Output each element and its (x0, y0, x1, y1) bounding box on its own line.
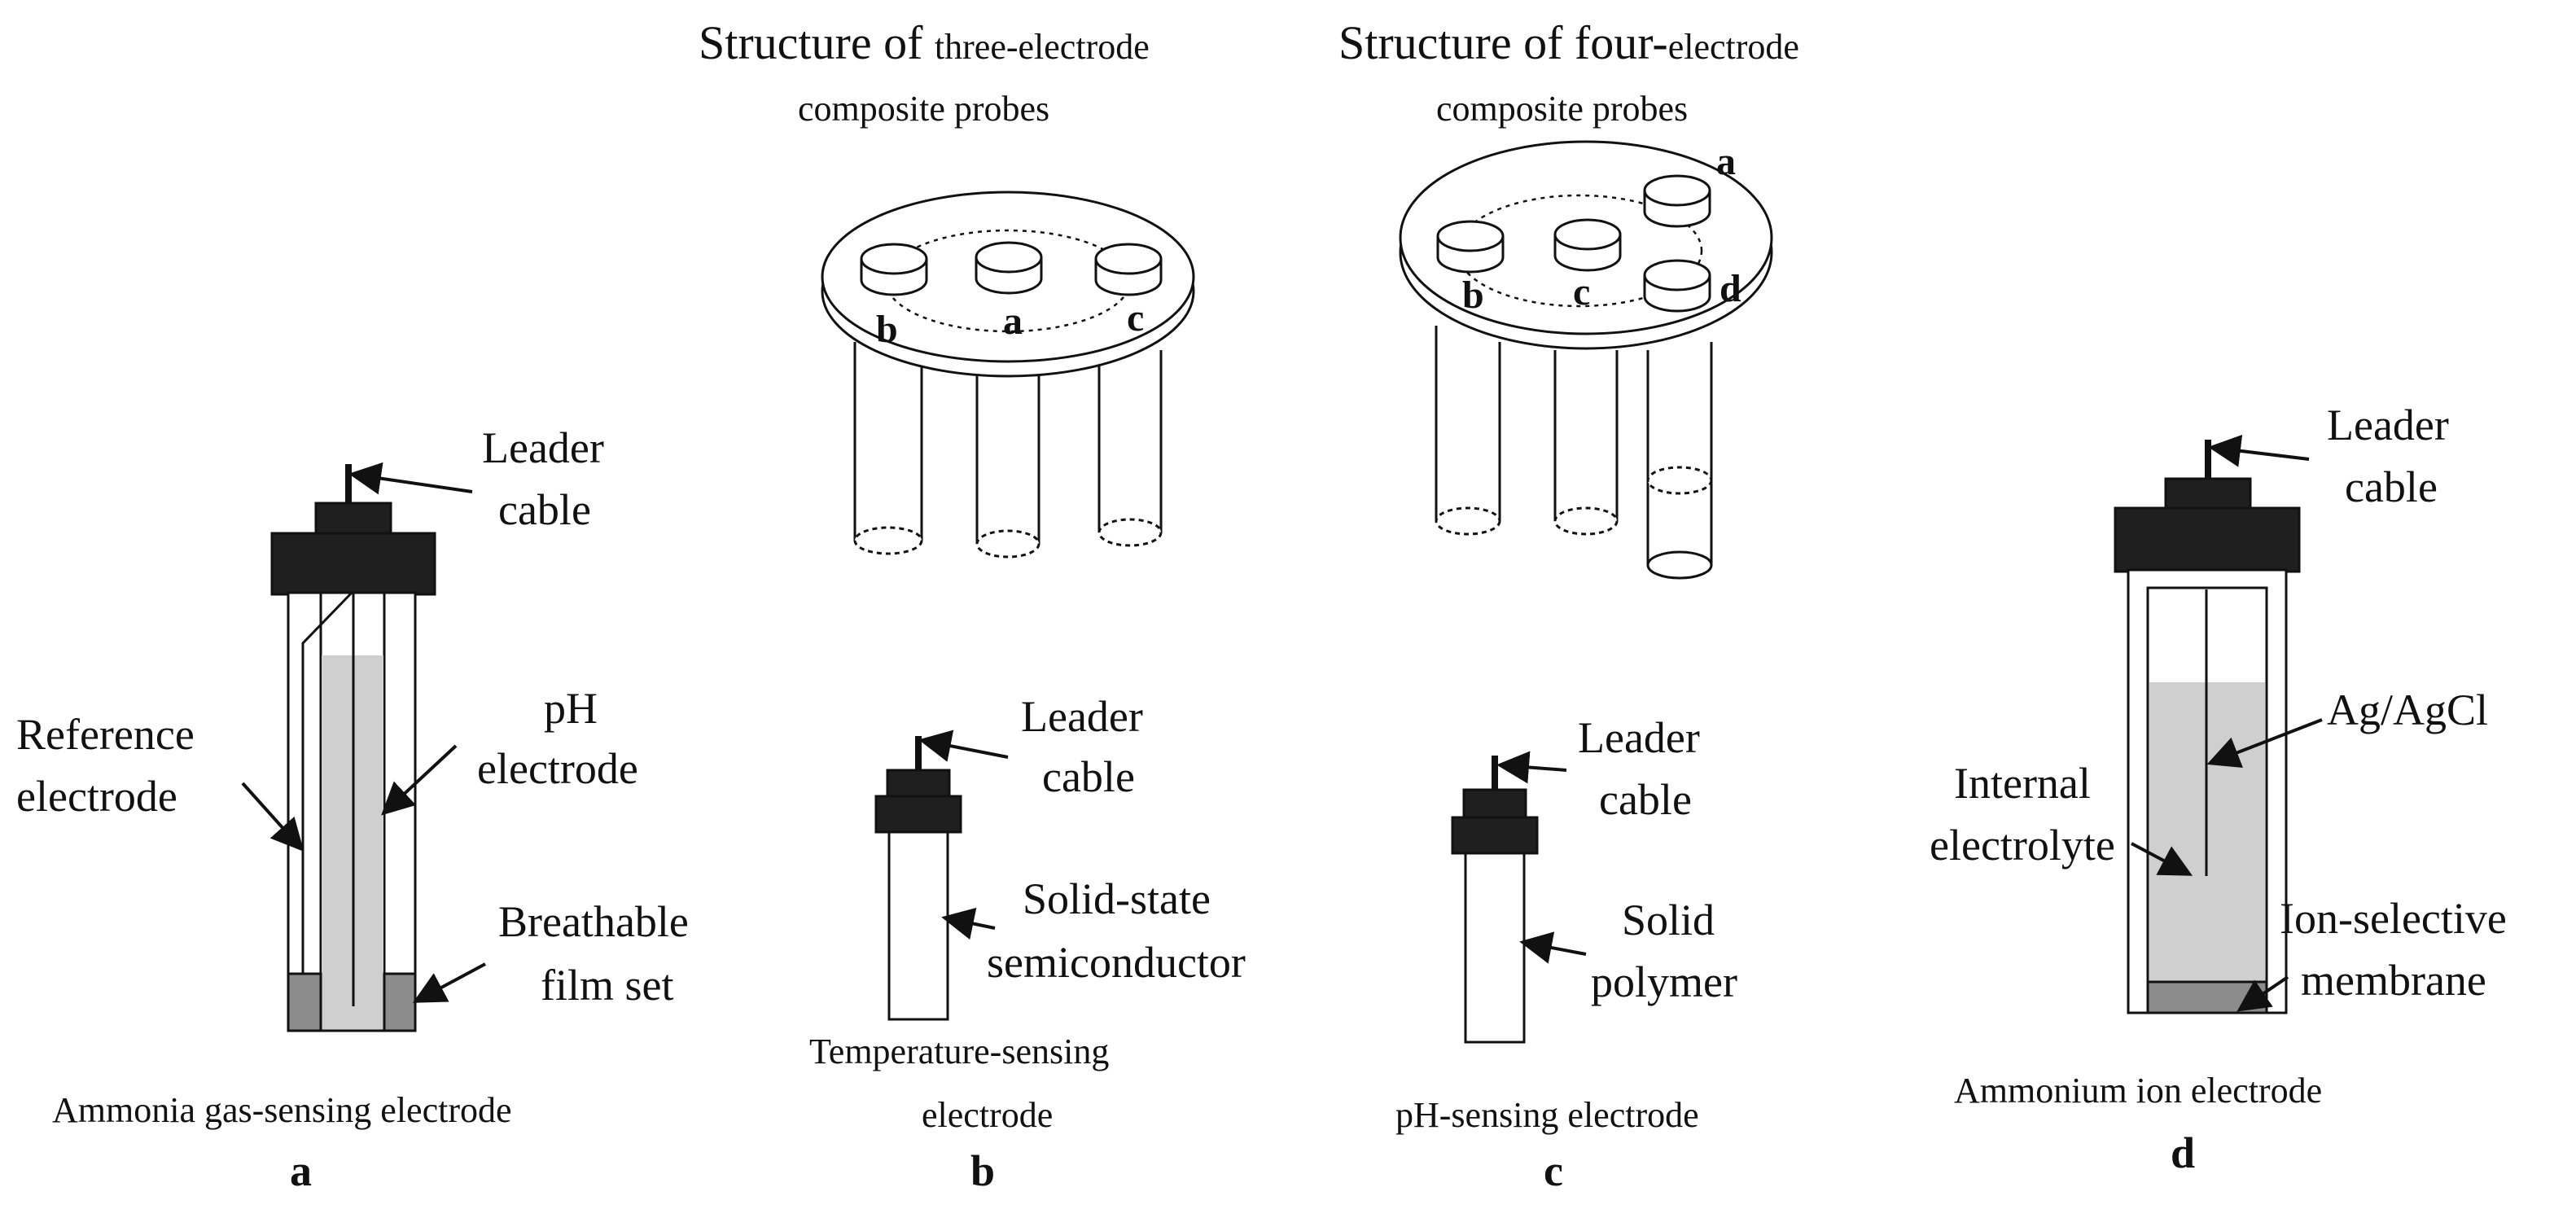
three-probe-label-a: a (1003, 300, 1023, 343)
label-solid-polymer-line2: polymer (1591, 957, 1737, 1006)
arrow-solid-polymer (1519, 931, 1587, 964)
caption-temperature-line2: electrode (922, 1095, 1053, 1135)
four-probe-label-d: d (1720, 267, 1741, 310)
label-breathable-film-line1: Breathable (498, 897, 689, 946)
arrow-agcl (2206, 718, 2323, 769)
three-probe-label-c: c (1127, 296, 1144, 340)
four-probe-label-b: b (1462, 274, 1484, 317)
label-ph-electrode-line1: pH (544, 684, 598, 733)
label-internal-electrolyte-line1: Internal (1954, 759, 2091, 808)
arrow-internal-electrolyte (2131, 842, 2193, 876)
title-four-electrode-line2: composite probes (1436, 89, 1688, 129)
arrow-reference-electrode (241, 782, 304, 852)
caption-ammonium-ion: Ammonium ion electrode (1954, 1071, 2322, 1111)
label-leader-cable-b-line2: cable (1042, 752, 1135, 801)
label-leader-cable-a-line2: cable (498, 485, 591, 534)
panel-letter-c: c (1544, 1146, 1563, 1195)
label-leader-cable-c-line2: cable (1599, 775, 1692, 824)
label-leader-cable-d-line2: cable (2345, 462, 2438, 511)
four-probe-label-a: a (1716, 140, 1736, 183)
label-leader-cable-b-line1: Leader (1021, 692, 1143, 741)
panel-letter-b: b (970, 1146, 995, 1195)
label-agcl: Ag/AgCl (2327, 686, 2488, 734)
panel-letter-a: a (290, 1146, 312, 1195)
label-leader-cable-d-line1: Leader (2327, 401, 2449, 449)
four-probe-label-c: c (1573, 270, 1590, 313)
three-electrode-probe (821, 191, 1195, 559)
label-leader-cable-a-line1: Leader (482, 423, 604, 472)
label-leader-cable-c-line1: Leader (1578, 713, 1700, 762)
arrow-leader-cable-c (1496, 751, 1567, 784)
panel-letter-d: d (2171, 1128, 2195, 1177)
label-ion-selective-line2: membrane (2301, 956, 2486, 1005)
arrow-ph-electrode (381, 744, 458, 816)
arrow-ion-selective-membrane (2236, 975, 2289, 1012)
arrow-solid-state (941, 907, 996, 940)
label-ph-electrode-line2: electrode (477, 744, 638, 793)
four-electrode-probe (1399, 140, 1773, 580)
ph-sensing-electrode (1451, 756, 1539, 1044)
temperature-electrode (874, 736, 962, 1021)
label-reference-electrode-line1: Reference (16, 710, 195, 759)
title-three-electrode-line2: composite probes (798, 89, 1049, 129)
arrow-leader-cable-a (348, 462, 473, 495)
caption-ammonia-gas: Ammonia gas-sensing electrode (52, 1090, 512, 1130)
ammonium-ion-electrode (2114, 440, 2301, 1014)
arrow-breathable-film (412, 962, 486, 1003)
label-ion-selective-line1: Ion-selective (2280, 894, 2507, 943)
arrow-leader-cable-d (2208, 434, 2310, 467)
title-three-electrode: Structure of three-electrode (699, 16, 1150, 69)
label-solid-polymer-line1: Solid (1622, 896, 1715, 944)
three-probe-label-b: b (876, 308, 898, 351)
label-internal-electrolyte-line2: electrolyte (1930, 821, 2115, 870)
ammonia-gas-electrode (270, 464, 436, 1032)
title-four-electrode: Structure of four-electrode (1338, 16, 1799, 69)
caption-ph-sensing: pH-sensing electrode (1395, 1095, 1699, 1135)
label-breathable-film-line2: film set (541, 961, 673, 1010)
caption-temperature-line1: Temperature-sensing (809, 1032, 1109, 1071)
label-reference-electrode-line2: electrode (16, 772, 177, 821)
arrow-leader-cable-b (918, 729, 1009, 762)
label-solid-state-line1: Solid-state (1023, 874, 1211, 923)
label-solid-state-line2: semiconductor (987, 938, 1246, 987)
